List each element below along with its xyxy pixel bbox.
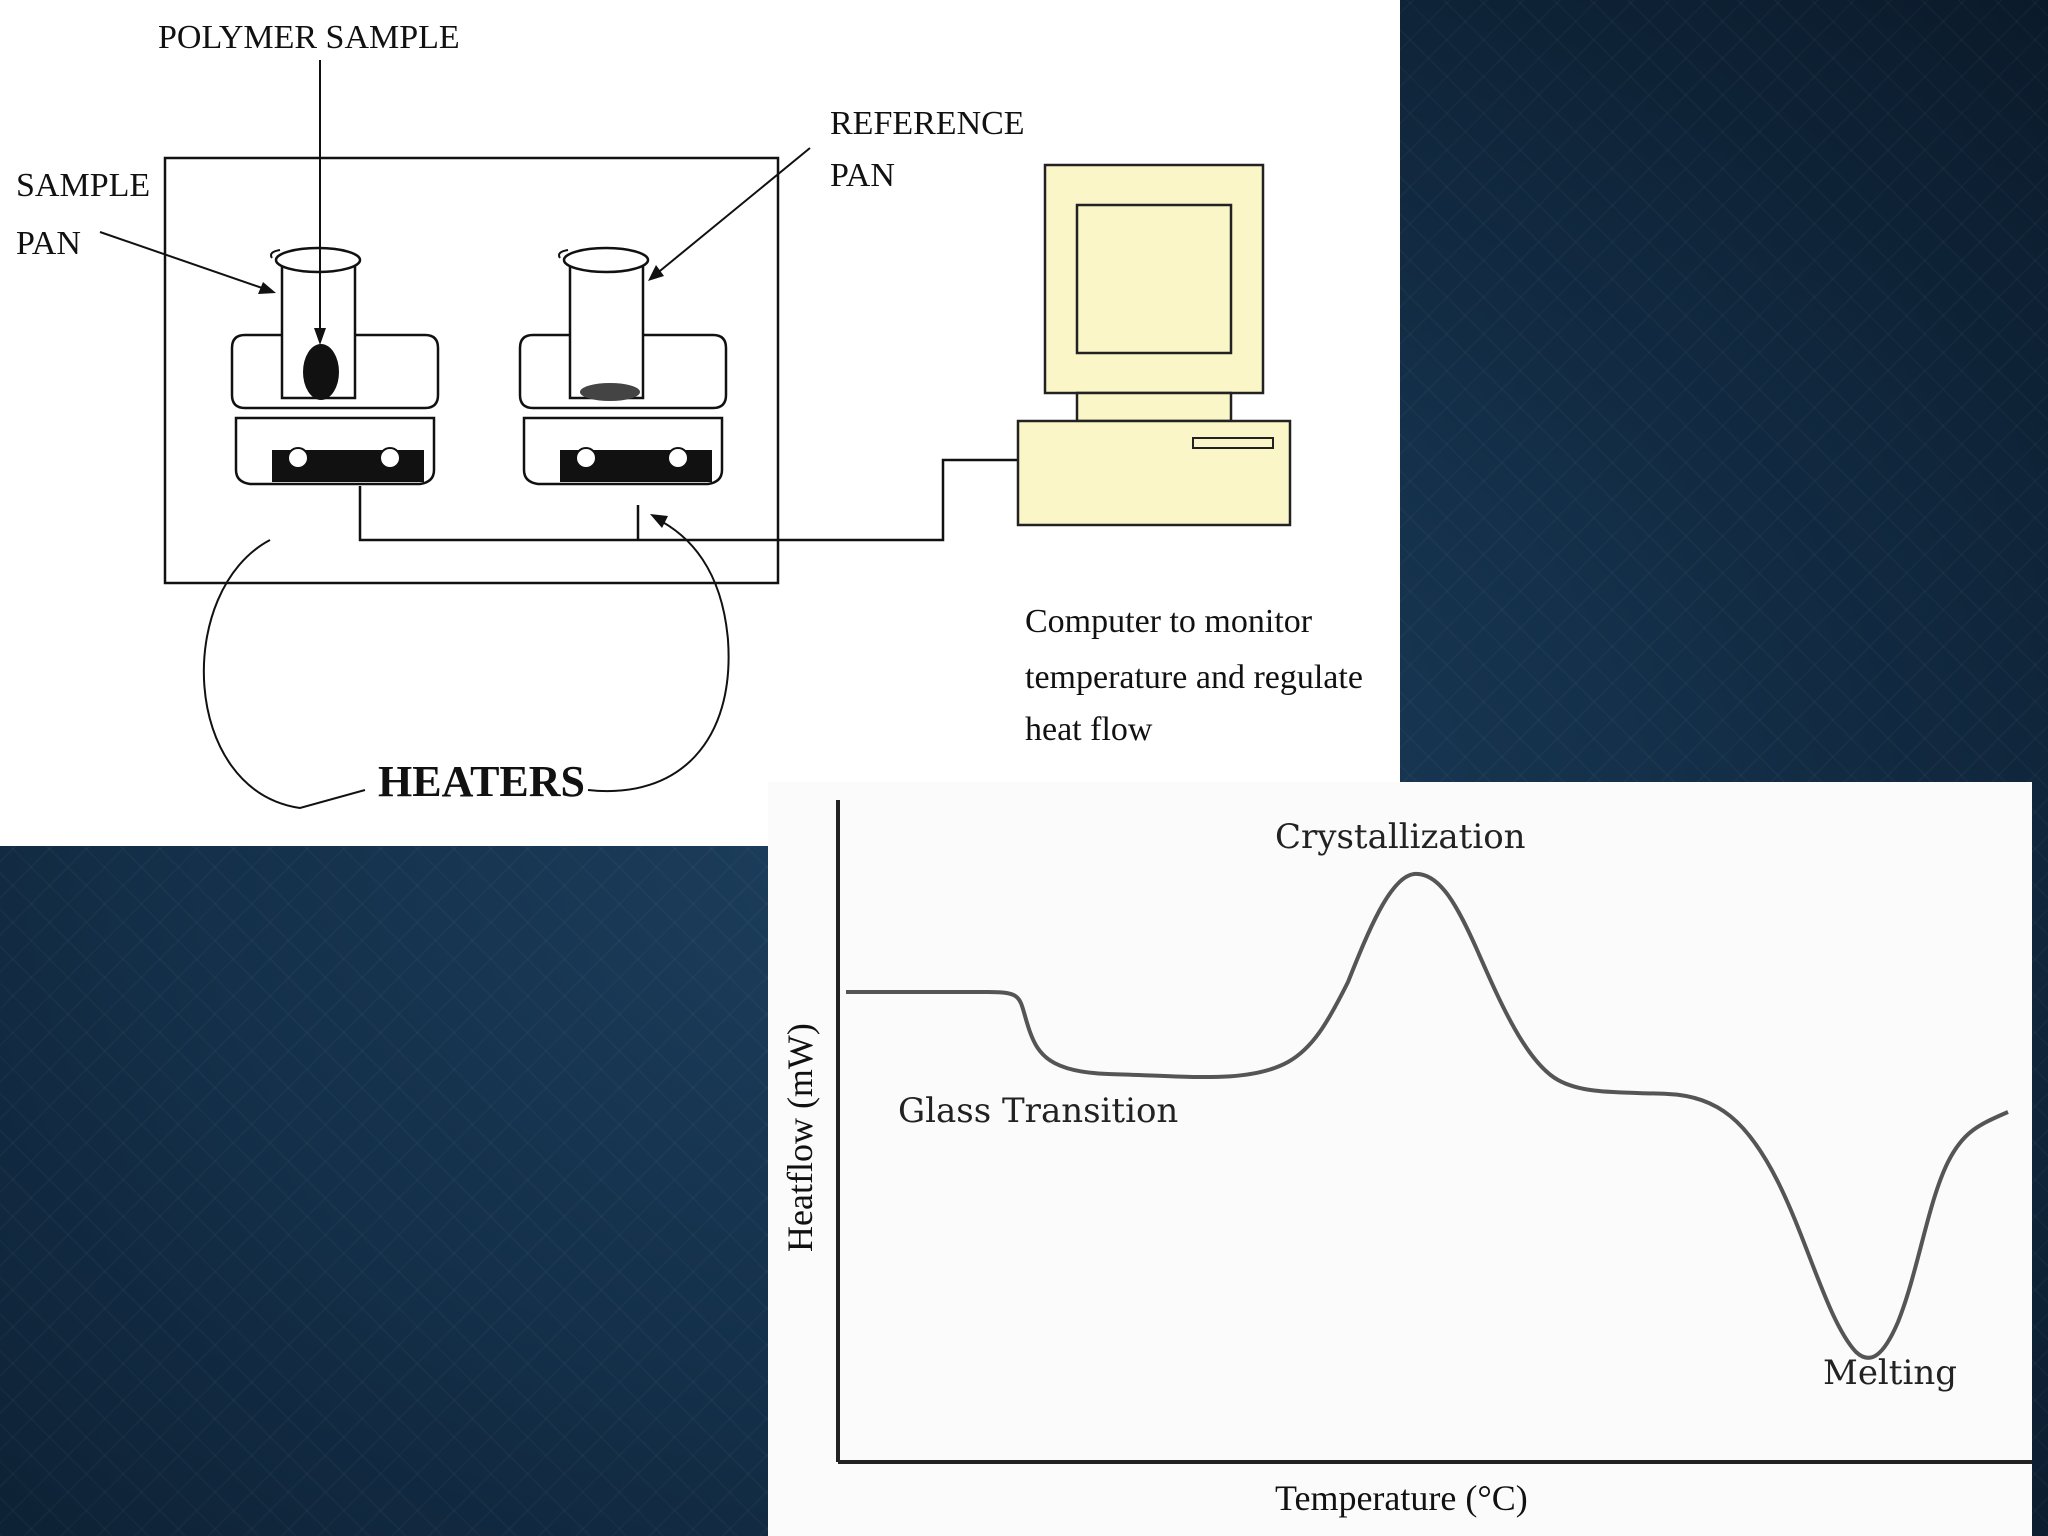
reference-heater-stage	[518, 246, 728, 486]
glass-transition-label: Glass Transition	[898, 1091, 1178, 1131]
dsc-apparatus-diagram: POLYMER SAMPLE REFERENCE PAN SAMPLE PAN …	[0, 0, 1400, 846]
dsc-curve-chart: Glass Transition Crystallization Melting…	[768, 782, 2032, 1536]
right-heater-arc	[587, 517, 730, 793]
heaters-label: HEATERS	[378, 757, 585, 806]
reference-pan-label-2: PAN	[830, 157, 895, 194]
sample-pan-pointer	[99, 231, 269, 291]
crystallization-label: Crystallization	[1275, 817, 1526, 857]
sample-pan-label-2: PAN	[16, 225, 81, 262]
connection-wire	[358, 458, 1020, 542]
computer-icon	[1016, 163, 1292, 527]
reference-pan-label-1: REFERENCE	[830, 105, 1025, 142]
knob-icon	[575, 447, 597, 469]
computer-caption-2: temperature and regulate	[1025, 659, 1363, 696]
reference-pan-pointer	[654, 147, 811, 276]
enclosure-box	[163, 156, 780, 585]
polymer-sample-blob	[303, 344, 339, 400]
knob-icon	[287, 447, 309, 469]
sample-pan-label-1: SAMPLE	[16, 167, 150, 204]
sample-heater-stage	[230, 246, 440, 486]
y-axis-label: Heatflow (mW)	[780, 1023, 820, 1252]
x-axis-label: Temperature (°C)	[1275, 1478, 1528, 1518]
knob-icon	[379, 447, 401, 469]
left-heater-arc	[202, 539, 366, 810]
computer-caption-3: heat flow	[1025, 711, 1153, 748]
dsc-curve-line	[846, 871, 2009, 1360]
melting-label: Melting	[1823, 1353, 1957, 1393]
curve-svg: Glass Transition Crystallization Melting…	[780, 800, 2032, 1518]
knob-icon	[667, 447, 689, 469]
apparatus-svg: POLYMER SAMPLE REFERENCE PAN SAMPLE PAN …	[16, 19, 1363, 810]
computer-caption-1: Computer to monitor	[1025, 603, 1313, 640]
polymer-sample-label: POLYMER SAMPLE	[158, 19, 460, 56]
